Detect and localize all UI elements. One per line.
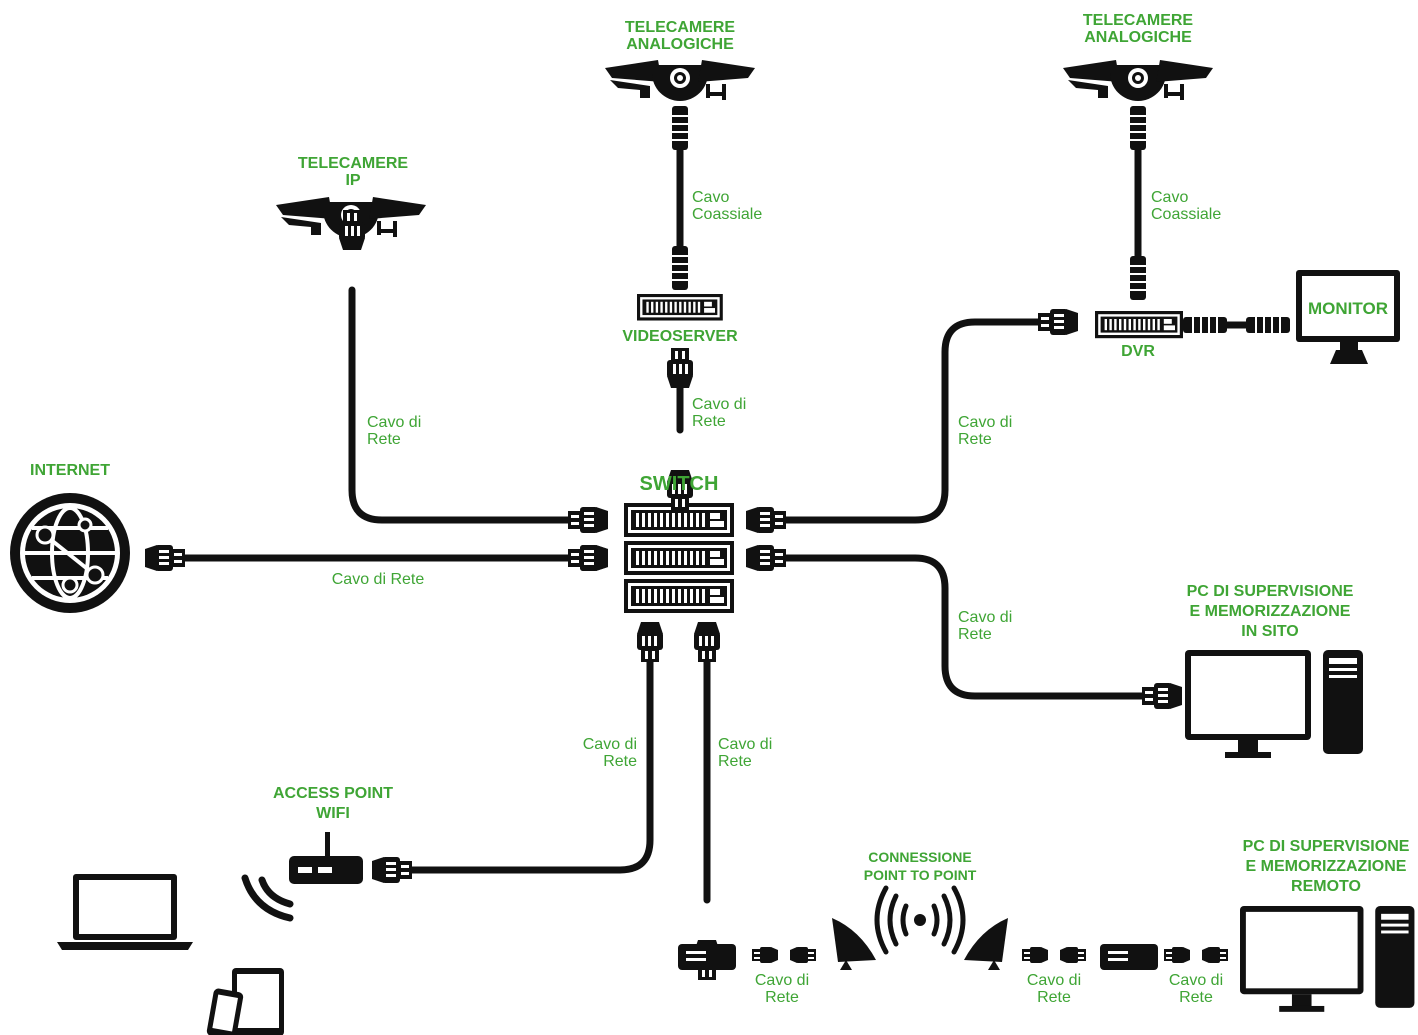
cable-dvr-switch: [782, 318, 1044, 524]
cable-label-videoserver-1: Cavo di: [692, 396, 746, 413]
cable-switch-ap: [406, 656, 654, 874]
ap-plug: [372, 857, 412, 883]
cable-label-coax-left-2: Coassiale: [692, 206, 762, 223]
cable-label-coax-right-1: Cavo: [1151, 189, 1188, 206]
analog-cameras-right-icon: [1063, 60, 1213, 101]
cable-label-videoserver-2: Rete: [692, 413, 726, 430]
ptp-device-left-icon[interactable]: [678, 944, 736, 970]
cable-label-pc-onsite-1: Cavo di: [958, 609, 1012, 626]
patch-cord-icon: [1164, 947, 1190, 963]
desktop-pc-icon[interactable]: [1240, 906, 1415, 1012]
globe-icon[interactable]: [10, 493, 130, 613]
monitor-icon[interactable]: [1296, 270, 1400, 364]
bnc-connector-icon: [671, 105, 689, 151]
cable-label-ipcam-1: Cavo di: [367, 414, 421, 431]
cable-label-dvr-1: Cavo di: [958, 414, 1012, 431]
pc-onsite-plug: [1142, 683, 1182, 709]
cable-label-ptp-right-1: Cavo di: [1027, 972, 1081, 989]
patch-cord-icon: [790, 947, 816, 963]
desktop-pc-icon[interactable]: [1185, 650, 1363, 758]
cable-label-ap-2: Rete: [603, 753, 637, 770]
patch-cord-icon: [1022, 947, 1048, 963]
laptop-icon[interactable]: [57, 874, 193, 950]
patch-cord-icon: [752, 947, 778, 963]
wifi-router-icon[interactable]: [289, 832, 363, 884]
ip-cameras-label-2: IP: [345, 172, 360, 189]
pc-remote-label-3: REMOTO: [1291, 878, 1361, 895]
cable-label-ptp-right-2: Rete: [1037, 989, 1071, 1006]
cable-label-coax-right-2: Coassiale: [1151, 206, 1221, 223]
cable-label-internet: Cavo di Rete: [332, 571, 425, 588]
videoserver-icon[interactable]: [637, 294, 723, 321]
switch-label: SWITCH: [640, 473, 719, 495]
cable-label-ipcam-2: Rete: [367, 431, 401, 448]
access-point-label-2: WIFI: [316, 805, 350, 822]
cable-label-remote-2: Rete: [1179, 989, 1213, 1006]
analog-cameras-right-label-2: ANALOGICHE: [1084, 29, 1192, 46]
dvr-icon[interactable]: [1095, 311, 1183, 339]
bnc-connector-icon: [671, 245, 689, 291]
bnc-connector-icon: [1129, 255, 1147, 301]
ptp-label-2: POINT TO POINT: [864, 867, 977, 883]
cable-label-ptp-left-2: Rete: [765, 989, 799, 1006]
analog-cameras-left-icon: [605, 60, 755, 101]
pc-remote-label-1: PC DI SUPERVISIONE: [1243, 838, 1410, 855]
internet-switch-plug: [568, 545, 608, 571]
pc-onsite-label-3: IN SITO: [1241, 623, 1299, 640]
bnc-connector-icon: [1129, 105, 1147, 151]
satellite-dish-right-icon: [964, 918, 1008, 970]
dvr-plug: [1038, 309, 1078, 335]
videoserver-plug: [667, 348, 693, 388]
cable-label-remote-1: Cavo di: [1169, 972, 1223, 989]
radio-waves-icon: [874, 885, 966, 955]
cable-label-dvr-2: Rete: [958, 431, 992, 448]
internet-label: INTERNET: [30, 462, 110, 479]
analog-cameras-left-label-1: TELECAMERE: [625, 19, 736, 36]
patch-cord-icon: [1202, 947, 1228, 963]
analog-cameras-left-label-2: ANALOGICHE: [626, 36, 734, 53]
tablet-phone-icon[interactable]: [206, 968, 284, 1035]
access-point-label-1: ACCESS POINT: [273, 785, 393, 802]
cable-label-ptp-2: Rete: [718, 753, 752, 770]
cable-label-ptp-left-1: Cavo di: [755, 972, 809, 989]
cable-label-pc-onsite-2: Rete: [958, 626, 992, 643]
switch-stack-icon[interactable]: [624, 503, 734, 613]
cable-switch-pc-onsite: [782, 554, 1146, 700]
patch-cord-icon: [1060, 947, 1086, 963]
analog-cameras-right-label-1: TELECAMERE: [1083, 12, 1194, 29]
cable-ipcam-switch: [348, 286, 572, 524]
satellite-dish-left-icon: [832, 918, 876, 970]
ip-cameras-label-1: TELECAMERE: [298, 155, 409, 172]
pc-onsite-label-2: E MEMORIZZAZIONE: [1190, 603, 1351, 620]
monitor-label: MONITOR: [1308, 299, 1388, 318]
cable-label-ap-1: Cavo di: [583, 736, 637, 753]
wifi-waves-icon: [241, 874, 294, 922]
ptp-device-right-icon[interactable]: [1100, 944, 1158, 970]
cable-label-ptp-1: Cavo di: [718, 736, 772, 753]
dvr-label: DVR: [1121, 343, 1155, 360]
pc-onsite-label-1: PC DI SUPERVISIONE: [1187, 583, 1354, 600]
ptp-label-1: CONNESSIONE: [868, 849, 971, 865]
internet-plug: [145, 545, 185, 571]
cable-label-coax-left-1: Cavo: [692, 189, 729, 206]
pc-remote-label-2: E MEMORIZZAZIONE: [1246, 858, 1407, 875]
videoserver-label: VIDEOSERVER: [622, 328, 738, 345]
